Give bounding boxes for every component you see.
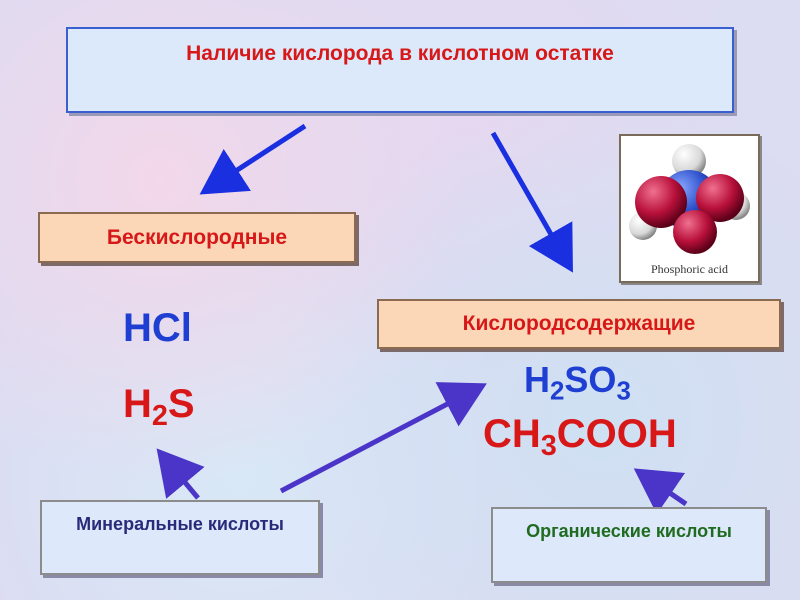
oxygen-containing-box: Кислородсодержащие <box>377 299 781 349</box>
arrow-organic-to-ch3cooh <box>633 468 688 515</box>
formula-h2s: H2S <box>123 382 195 433</box>
formula-hcl: HCl <box>123 306 192 350</box>
formula-ch3cooh: CH3COOH <box>483 412 677 463</box>
arrow-to-oxygen-free <box>199 123 307 195</box>
arrow-mineral-to-h2so3 <box>279 382 487 494</box>
arrow-to-oxygen-containing <box>490 131 573 273</box>
oxygen-containing-label: Кислородсодержащие <box>462 312 696 335</box>
oxygen-free-label: Бескислородные <box>106 226 288 249</box>
arrow-mineral-to-h2s <box>156 448 205 500</box>
oxygen-free-box: Бескислородные <box>38 212 356 263</box>
organic-acids-box: Органические кислоты <box>491 507 767 583</box>
title-text: Наличие кислорода в кислотном остатке <box>186 42 614 65</box>
molecule-caption: Phosphoric acid <box>651 262 728 276</box>
title-box: Наличие кислорода в кислотном остатке <box>66 27 734 113</box>
molecule-image: Phosphoric acid <box>619 134 760 283</box>
mineral-acids-box: Минеральные кислоты <box>40 500 320 575</box>
molecule-model-icon <box>629 144 750 254</box>
organic-acids-label: Органические кислоты <box>526 521 732 541</box>
formula-h2so3: H2SO3 <box>524 359 631 406</box>
mineral-acids-label: Минеральные кислоты <box>76 514 284 534</box>
